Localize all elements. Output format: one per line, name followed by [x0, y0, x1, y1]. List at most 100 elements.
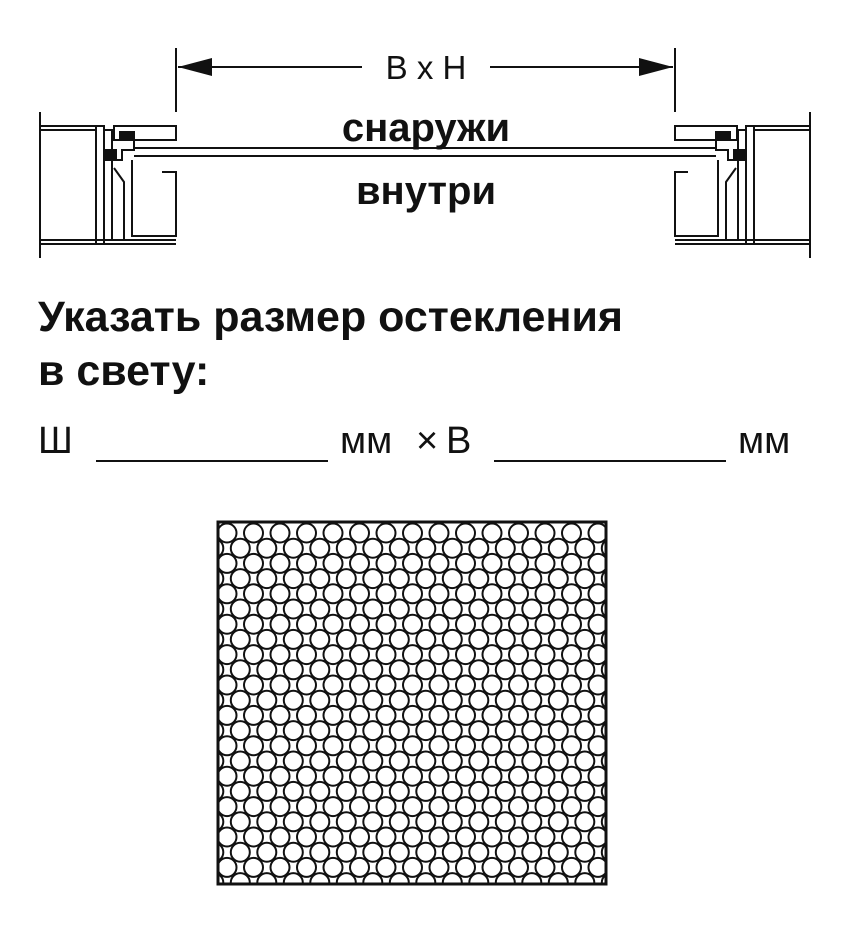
perforation-hole — [243, 826, 264, 848]
perforation-hole — [375, 522, 397, 544]
perforation-hole — [561, 765, 582, 787]
perforation-hole — [574, 720, 596, 742]
perforation-hole — [322, 704, 344, 726]
perforation-hole — [587, 583, 606, 605]
perforation-hole — [218, 872, 225, 884]
perforation-hole — [441, 537, 463, 559]
perforation-hole — [547, 537, 569, 559]
perforation-hole — [574, 780, 596, 802]
perforation-hole — [574, 841, 596, 863]
perforation-hole — [481, 735, 503, 757]
height-input-line[interactable] — [494, 460, 726, 462]
perforation-hole — [362, 537, 384, 559]
perforation-hole — [402, 644, 423, 666]
perforation-hole — [600, 539, 606, 558]
perforation-hole — [256, 628, 278, 650]
perforation-hole — [521, 750, 543, 772]
perforation-hole — [229, 537, 251, 559]
perforation-hole — [256, 598, 278, 620]
perforation-hole — [508, 552, 529, 574]
perforation-hole — [375, 826, 397, 848]
perforation-hole — [508, 674, 529, 696]
perforation-hole — [494, 689, 516, 711]
perforation-hole — [256, 750, 278, 772]
perforation-hole — [615, 645, 634, 664]
perforation-hole — [322, 826, 344, 848]
perforation-hole — [428, 522, 450, 544]
perforation-hole — [218, 674, 238, 696]
perforation-hole — [191, 736, 210, 755]
perforation-hole — [428, 613, 450, 635]
perforation-hole — [256, 841, 278, 863]
perforation-hole — [574, 628, 596, 650]
perforation-hole — [534, 856, 556, 878]
perforation-hole — [296, 552, 317, 574]
perforation-hole — [335, 537, 357, 559]
perforation-hole — [229, 659, 251, 681]
perforation-hole — [218, 568, 225, 589]
perforation-hole — [443, 904, 462, 923]
perforation-hole — [561, 613, 582, 635]
width-input-line[interactable] — [96, 460, 328, 462]
perforation-hole — [402, 735, 423, 757]
perforation-hole — [468, 720, 490, 742]
perforation-hole — [231, 904, 250, 923]
perforation-hole — [335, 720, 357, 742]
perforation-hole — [521, 537, 543, 559]
perforation-hole — [362, 568, 384, 590]
left-frame-profile — [39, 112, 177, 258]
perforation-hole — [218, 613, 238, 635]
perforation-hole — [534, 583, 556, 605]
perforation-hole — [561, 644, 582, 666]
perforation-hole — [521, 841, 543, 863]
perforation-hole — [269, 796, 291, 818]
perforation-hole — [402, 552, 423, 574]
perforation-hole — [508, 856, 529, 878]
perforation-hole — [243, 735, 264, 757]
perforation-hole — [335, 841, 357, 863]
perforation-hole — [310, 904, 329, 923]
perforation-hole — [218, 629, 225, 650]
dimension-label: B x H — [386, 49, 467, 86]
perforation-hole — [415, 780, 437, 802]
perforation-hole — [455, 704, 476, 726]
perforation-hole — [494, 841, 516, 863]
perforation-hole — [218, 660, 225, 680]
perforation-hole — [494, 537, 516, 559]
perforation-hole — [481, 583, 503, 605]
perforation-hole — [547, 780, 569, 802]
perforation-hole — [243, 704, 264, 726]
perforation-hole — [256, 780, 278, 802]
perforation-hole — [191, 524, 210, 543]
perforation-hole — [561, 826, 582, 848]
perforation-hole — [468, 689, 490, 711]
perforation-hole — [415, 537, 437, 559]
perforation-hole — [282, 750, 304, 772]
perforation-hole — [388, 568, 410, 590]
perforation-hole — [362, 872, 384, 884]
perforation-hole — [521, 568, 543, 590]
perforation-hole — [483, 888, 502, 907]
perforation-hole — [229, 750, 251, 772]
perforation-hole — [547, 568, 569, 590]
perforation-hole — [521, 720, 543, 742]
perforation-hole — [375, 583, 397, 605]
perforation-hole — [349, 674, 370, 696]
perforation-hole — [322, 735, 344, 757]
perforation-hole — [600, 843, 606, 862]
perforation-hole — [600, 751, 606, 771]
perforation-hole — [362, 689, 384, 711]
perforation-hole — [415, 568, 437, 590]
perforation-hole — [349, 583, 370, 605]
perforation-hole — [402, 826, 423, 848]
perforation-hole — [415, 659, 437, 681]
perforation-hole — [296, 856, 317, 878]
perforation-hole — [494, 628, 516, 650]
perforation-hole — [575, 904, 594, 923]
perforation-hole — [388, 872, 410, 884]
perforation-hole — [269, 552, 291, 574]
perforation-hole — [388, 659, 410, 681]
perforation-hole — [269, 613, 291, 635]
perforation-hole — [388, 537, 410, 559]
perforation-hole — [284, 904, 303, 923]
